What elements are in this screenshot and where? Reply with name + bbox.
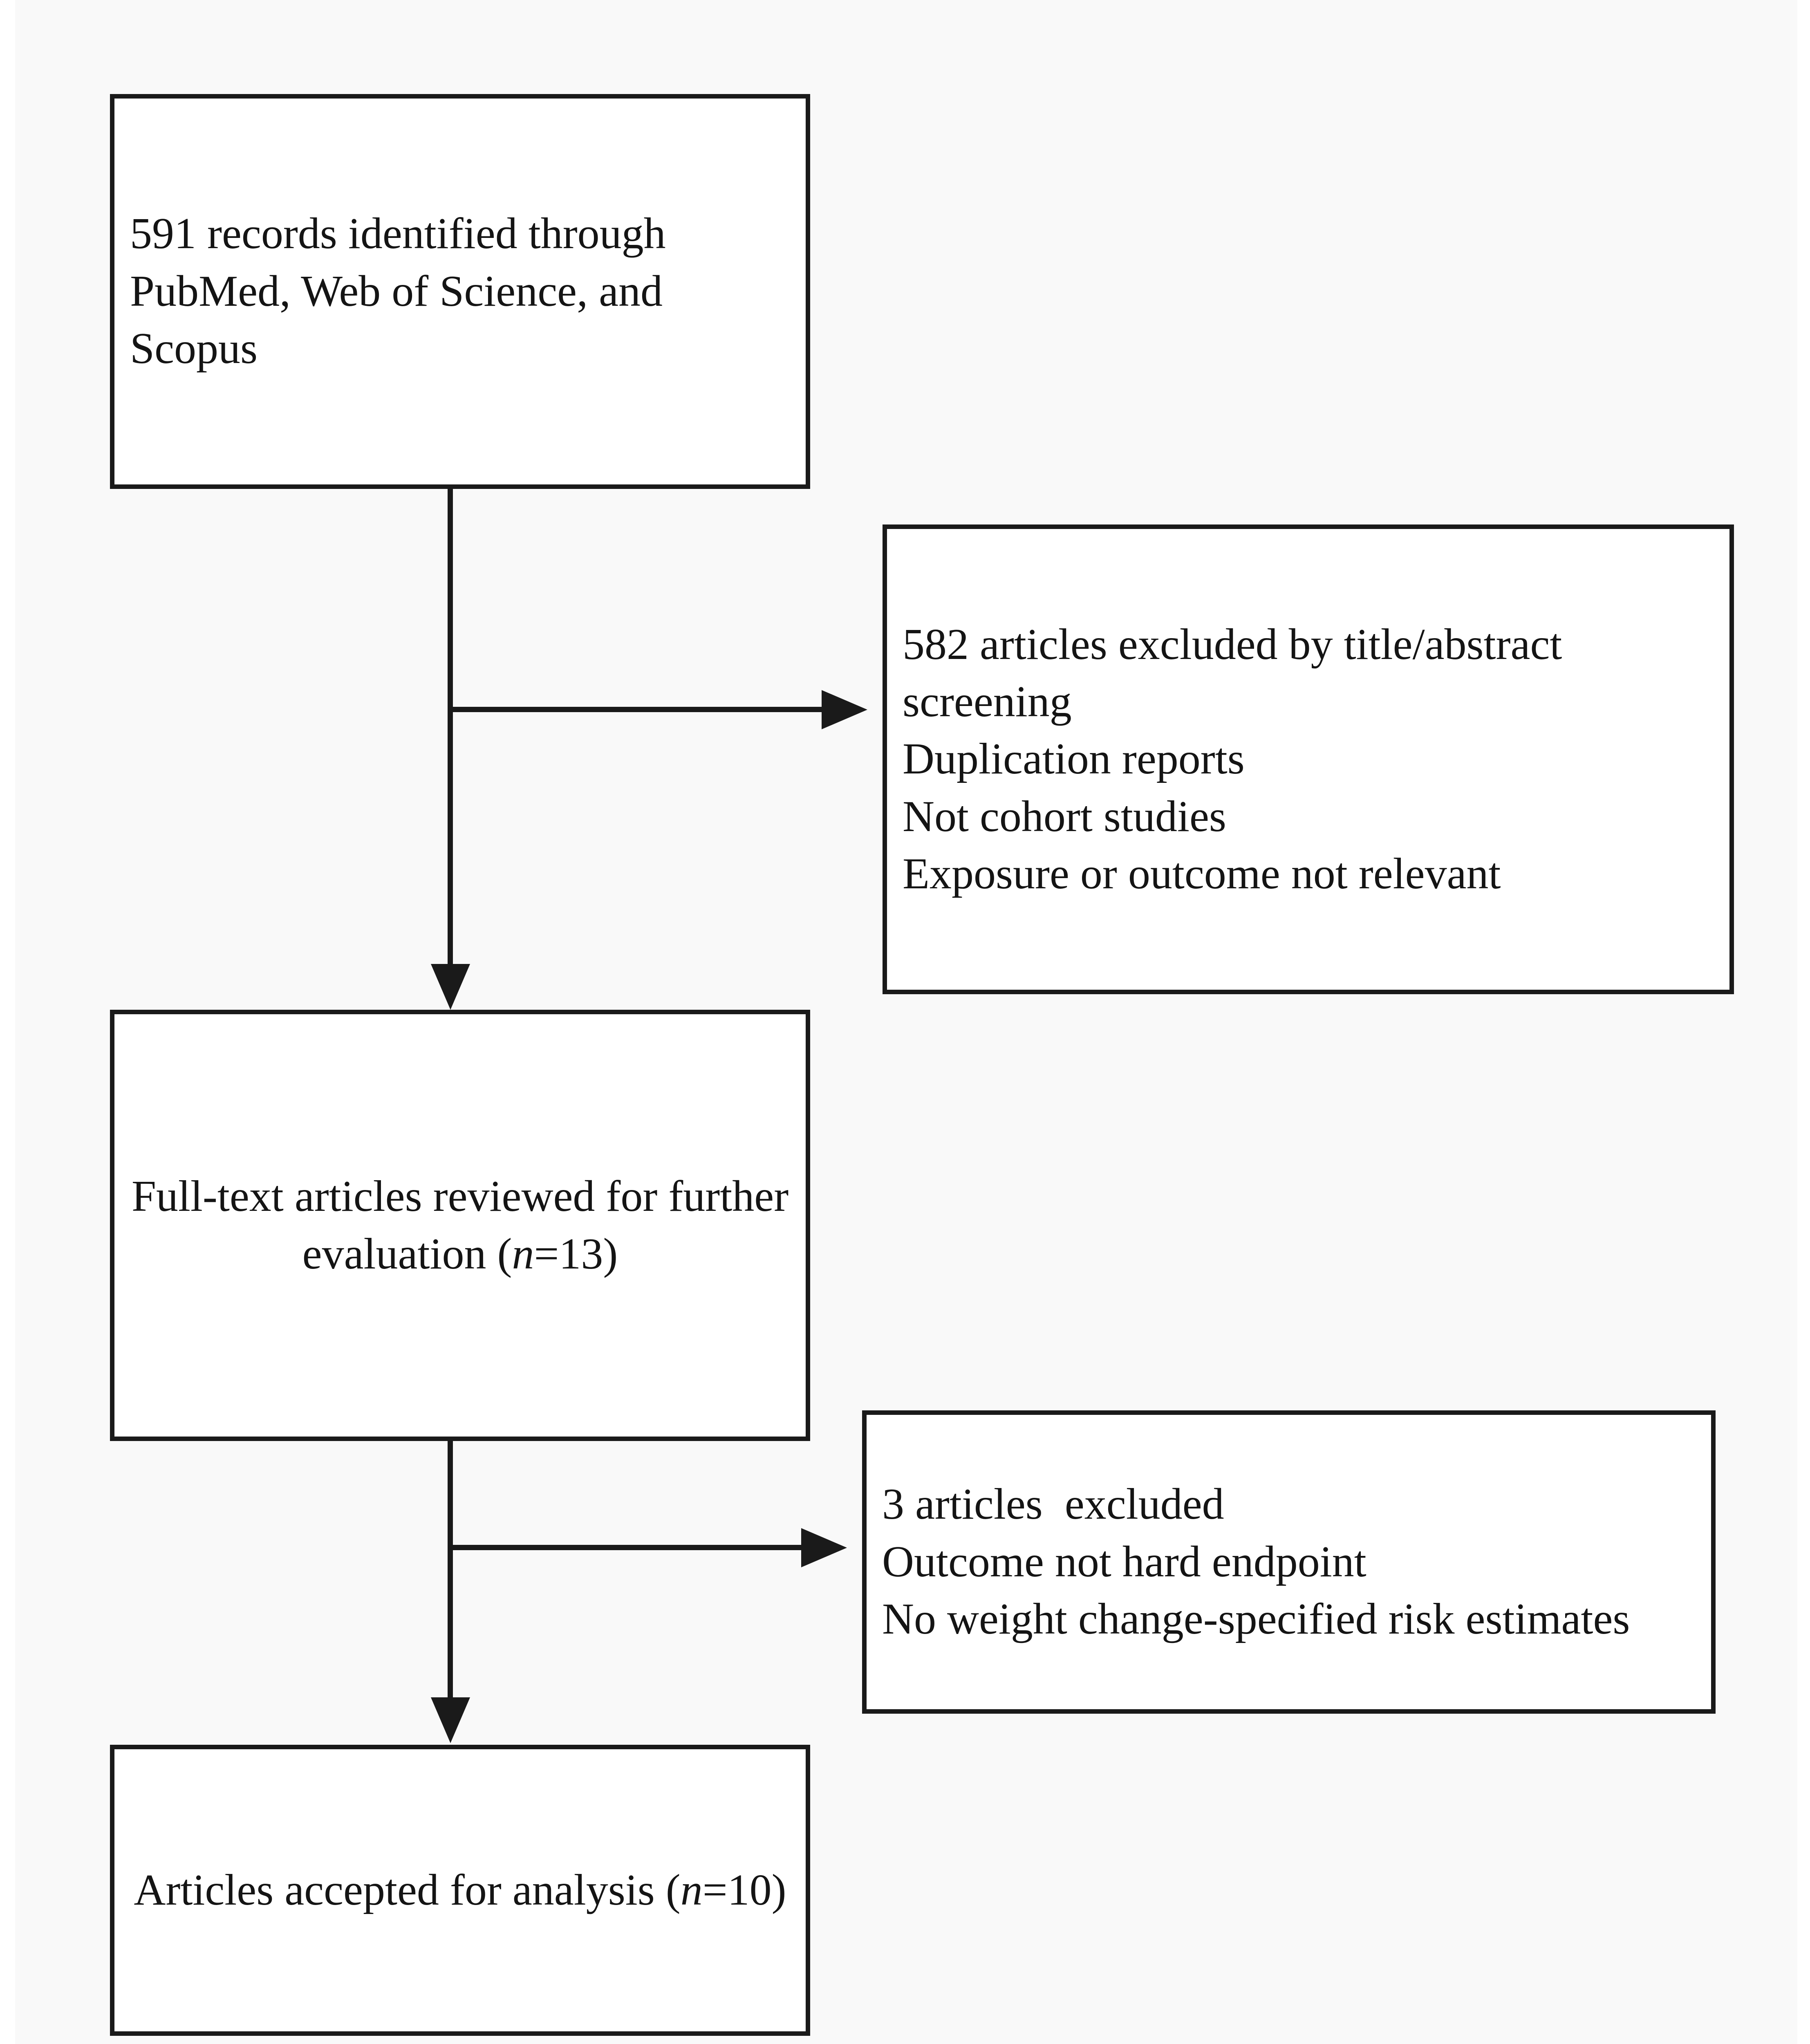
box-records-identified-label: 591 records identified through PubMed, W…	[130, 209, 677, 373]
accepted-n-symbol: n	[680, 1865, 703, 1914]
box-records-identified[interactable]: 591 records identified through PubMed, W…	[110, 94, 810, 489]
connector-fulltext-to-excluded-fulltext-line	[448, 1545, 840, 1550]
box-articles-excluded-title-abstract-label: 582 articles excluded by title/abstract …	[903, 620, 1562, 899]
connector-identified-to-excluded-screening-arrowhead	[822, 690, 867, 729]
accepted-label-prefix: Articles accepted for analysis (	[134, 1865, 681, 1914]
box-articles-excluded-full-text-label: 3 articles excluded Outcome not hard end…	[882, 1480, 1630, 1644]
box-articles-accepted-for-analysis[interactable]: Articles accepted for analysis (n=10)	[110, 1745, 810, 2036]
box-articles-excluded-title-abstract[interactable]: 582 articles excluded by title/abstract …	[883, 524, 1734, 994]
full-text-label-suffix: =13)	[534, 1229, 618, 1278]
connector-identified-to-excluded-screening-line	[448, 707, 856, 712]
box-articles-excluded-full-text[interactable]: 3 articles excluded Outcome not hard end…	[862, 1410, 1716, 1714]
full-text-n-symbol: n	[512, 1229, 534, 1278]
full-text-label-prefix: Full-text articles reviewed for further …	[131, 1172, 800, 1278]
box-full-text-articles-reviewed-label: Full-text articles reviewed for further …	[114, 1168, 806, 1283]
box-full-text-articles-reviewed[interactable]: Full-text articles reviewed for further …	[110, 1010, 810, 1441]
accepted-label-suffix: =10)	[702, 1865, 786, 1914]
connector-fulltext-to-accepted-line	[448, 1441, 453, 1702]
connector-identified-to-fulltext-line	[448, 489, 453, 969]
connector-fulltext-to-excluded-fulltext-arrowhead	[801, 1528, 847, 1567]
diagram-canvas: 591 records identified through PubMed, W…	[15, 0, 1797, 2044]
box-articles-accepted-for-analysis-label: Articles accepted for analysis (n=10)	[114, 1862, 806, 1919]
connector-identified-to-fulltext-arrowhead	[431, 964, 470, 1010]
connector-fulltext-to-accepted-arrowhead	[431, 1697, 470, 1743]
